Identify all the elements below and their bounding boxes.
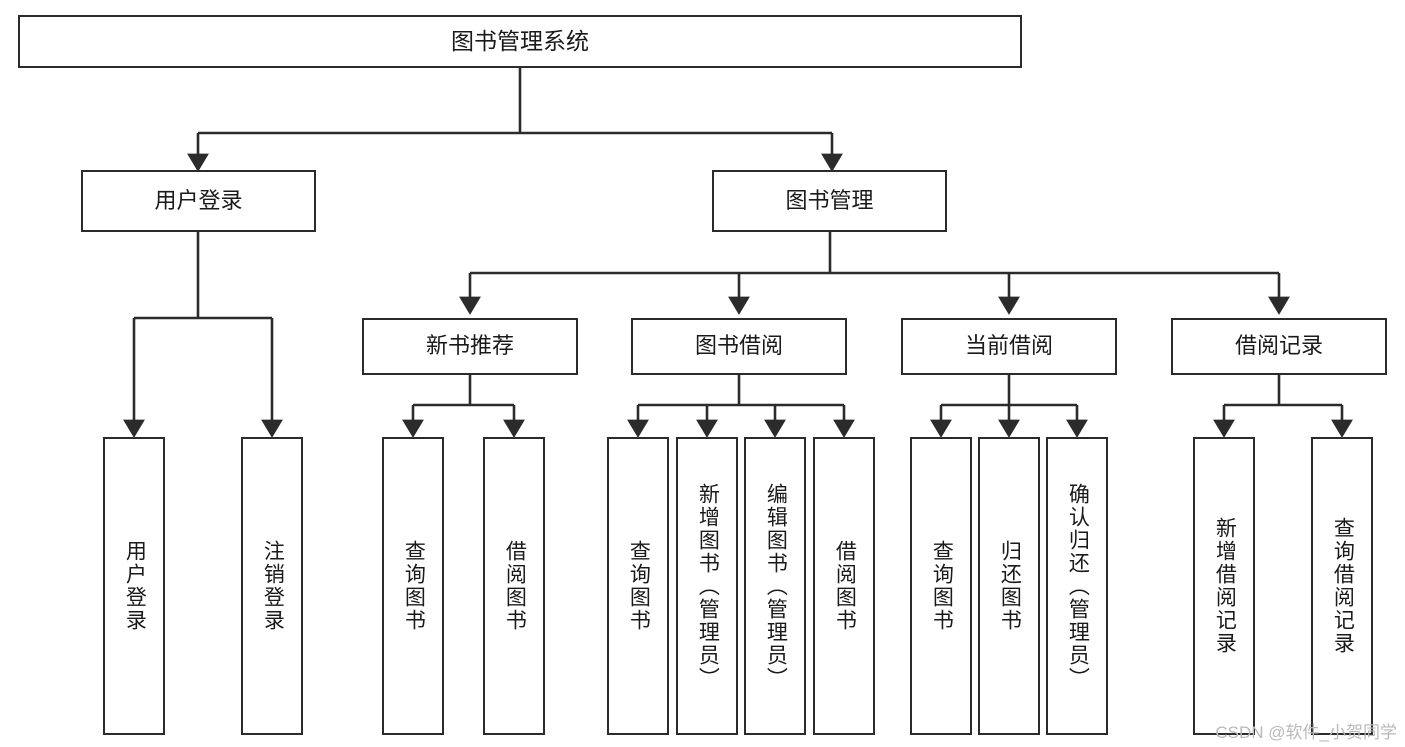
node-label: 图书借阅	[694, 333, 783, 359]
node-leaf-borrow-book-1[interactable]: 借阅图书	[483, 437, 545, 735]
node-label: 新书推荐	[425, 333, 514, 359]
node-book-borrow[interactable]: 图书借阅	[631, 318, 847, 375]
node-leaf-edit-book[interactable]: 编辑图书（管理员）	[744, 437, 806, 735]
node-book-management[interactable]: 图书管理	[712, 170, 947, 232]
node-leaf-query-record[interactable]: 查询借阅记录	[1311, 437, 1373, 735]
node-leaf-query-book-3[interactable]: 查询图书	[910, 437, 972, 735]
node-label: 借阅图书	[833, 540, 857, 632]
node-leaf-confirm-return[interactable]: 确认归还（管理员）	[1046, 437, 1108, 735]
node-current-borrow[interactable]: 当前借阅	[901, 318, 1117, 375]
node-user-login[interactable]: 用户登录	[81, 170, 316, 232]
node-label: 新增图书（管理员）	[696, 482, 720, 690]
node-label: 查询图书	[402, 540, 426, 632]
node-label: 用户登录	[123, 540, 147, 632]
node-leaf-query-book-1[interactable]: 查询图书	[382, 437, 444, 735]
node-label: 当前借阅	[964, 333, 1053, 359]
node-borrow-record[interactable]: 借阅记录	[1171, 318, 1387, 375]
node-leaf-logout-login[interactable]: 注销登录	[241, 437, 303, 735]
node-label: 图书管理系统	[451, 27, 589, 54]
node-new-book-recommend[interactable]: 新书推荐	[362, 318, 578, 375]
node-label: 查询图书	[627, 540, 651, 632]
node-label: 借阅记录	[1234, 333, 1323, 359]
watermark: CSDN @软件_小贺同学	[1215, 723, 1397, 742]
node-leaf-add-record[interactable]: 新增借阅记录	[1193, 437, 1255, 735]
node-label: 查询借阅记录	[1331, 517, 1355, 655]
node-label: 用户登录	[154, 187, 243, 213]
node-leaf-add-book[interactable]: 新增图书（管理员）	[676, 437, 738, 735]
node-label: 确认归还（管理员）	[1066, 482, 1090, 690]
node-leaf-borrow-book-2[interactable]: 借阅图书	[813, 437, 875, 735]
node-label: 借阅图书	[503, 540, 527, 632]
node-label: 新增借阅记录	[1213, 517, 1237, 655]
node-label: 编辑图书（管理员）	[764, 482, 788, 690]
node-leaf-query-book-2[interactable]: 查询图书	[607, 437, 669, 735]
node-label: 图书管理	[785, 187, 874, 213]
node-label: 归还图书	[998, 540, 1022, 632]
node-label: 查询图书	[930, 540, 954, 632]
node-label: 注销登录	[261, 540, 285, 632]
node-leaf-return-book[interactable]: 归还图书	[978, 437, 1040, 735]
node-root-system[interactable]: 图书管理系统	[18, 15, 1022, 68]
node-leaf-user-login[interactable]: 用户登录	[103, 437, 165, 735]
